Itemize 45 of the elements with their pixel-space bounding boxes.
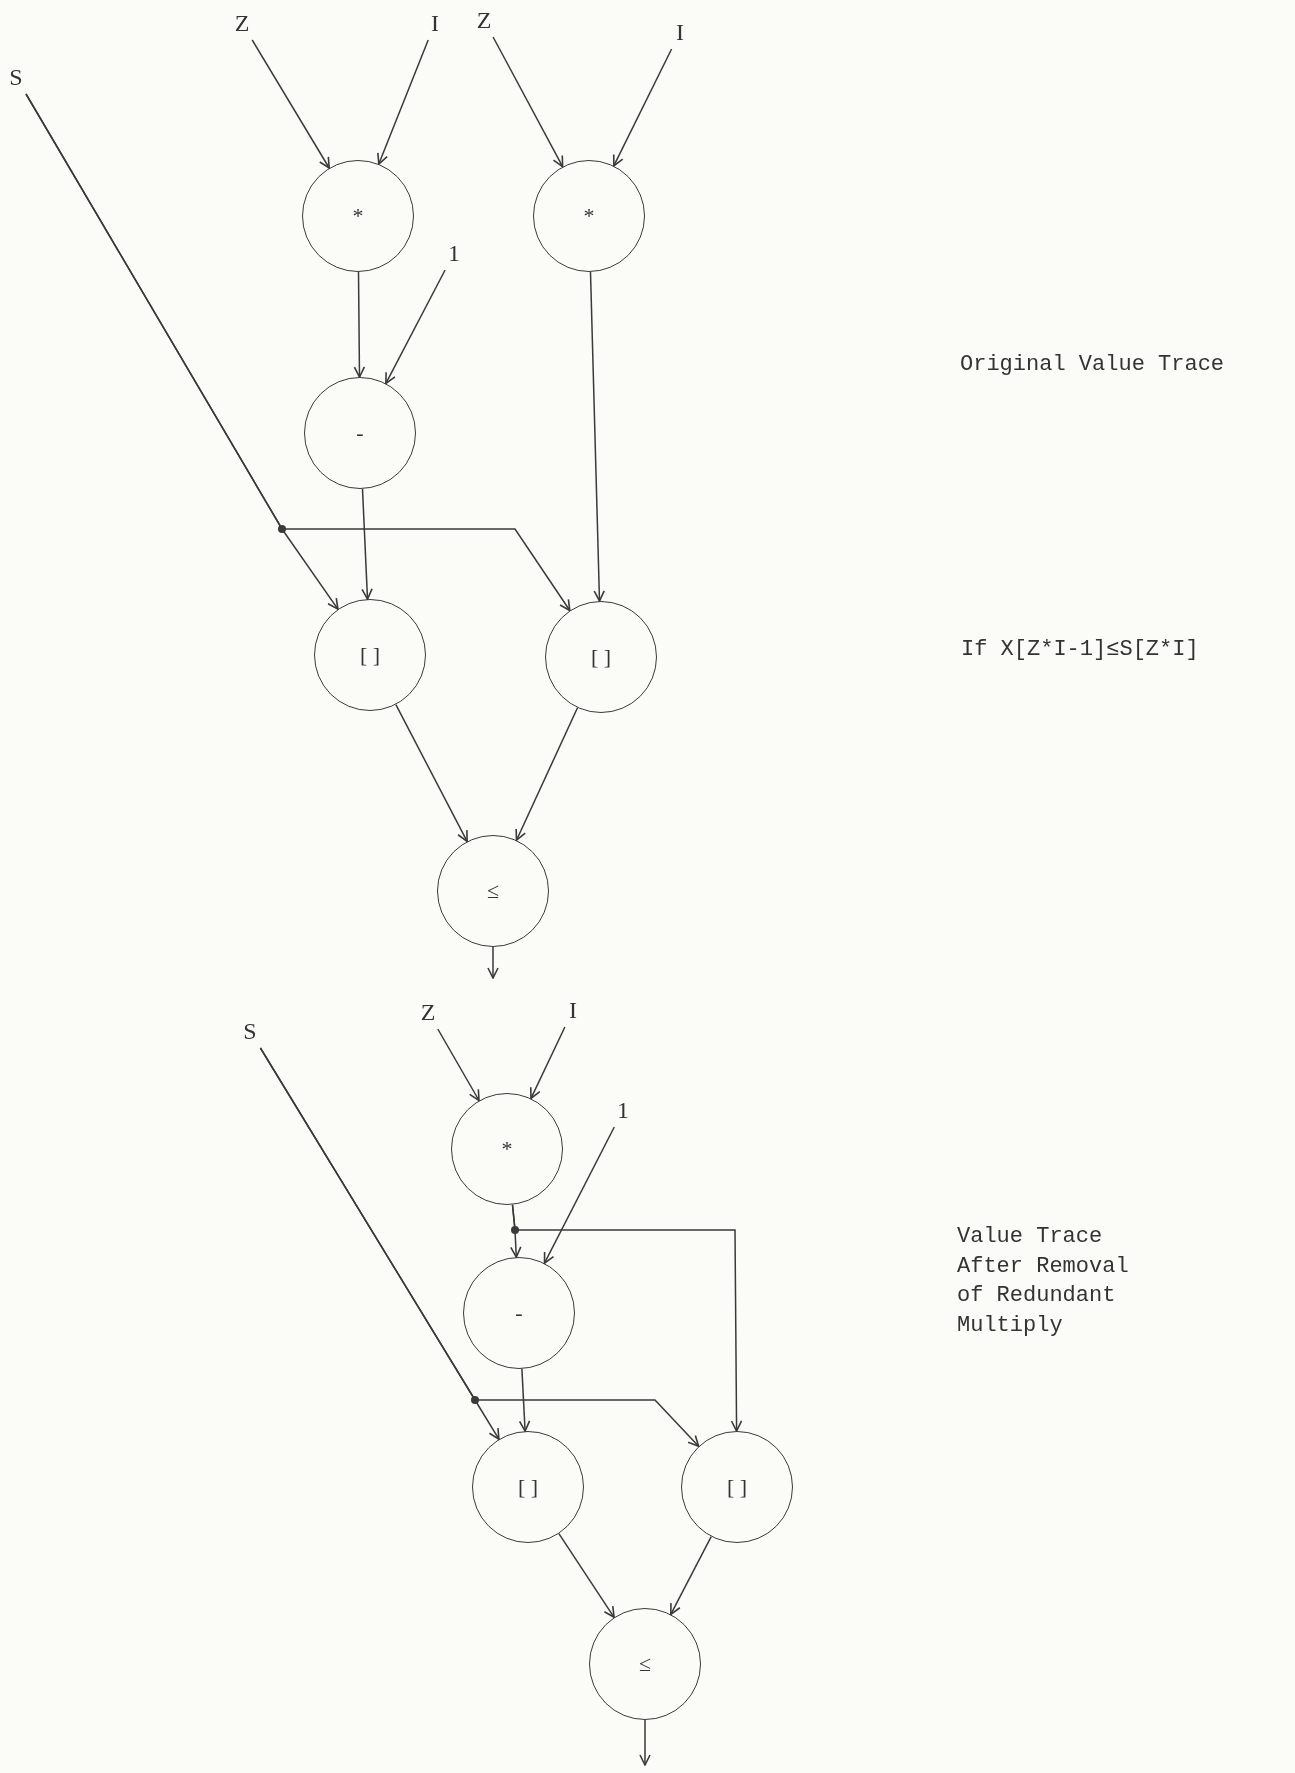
input-label: Z — [476, 6, 492, 34]
arrow — [529, 1026, 566, 1100]
operator-symbol: - — [356, 420, 364, 446]
arrow — [558, 1532, 615, 1619]
arrow — [639, 1719, 651, 1766]
operator-symbol: ≤ — [638, 1651, 652, 1677]
arrow — [251, 39, 330, 169]
arrow — [259, 1047, 700, 1447]
operator-symbol: ≤ — [486, 878, 500, 904]
arrow — [25, 93, 571, 612]
operator-symbol: [ ] — [359, 642, 381, 668]
arrow — [377, 39, 429, 165]
operator-symbol: [ ] — [517, 1474, 539, 1500]
input-label: Z — [234, 9, 250, 37]
arrow — [487, 946, 499, 979]
arrow — [511, 1203, 743, 1432]
annotation-text: If X[Z*I-1]≤S[Z*I] — [961, 636, 1199, 664]
arrow — [515, 707, 579, 841]
arrow — [385, 269, 446, 385]
arrow — [670, 1535, 712, 1616]
input-label: 1 — [448, 239, 460, 267]
arrow — [492, 36, 564, 168]
arrow — [353, 271, 366, 378]
arrow — [395, 703, 468, 843]
arrow — [543, 1126, 616, 1264]
annotation-text: Original Value Trace — [960, 351, 1225, 379]
arrow — [518, 1368, 531, 1432]
arrow — [589, 271, 605, 602]
arrow — [437, 1028, 480, 1102]
arrow — [361, 488, 373, 600]
input-label: I — [431, 9, 439, 37]
annotation-text: Value Trace After Removal of Redundant Multiply — [957, 1223, 1130, 1341]
input-label: 1 — [617, 1096, 629, 1124]
input-label: Z — [420, 998, 436, 1026]
arrow — [612, 48, 673, 167]
operator-symbol: - — [515, 1300, 523, 1326]
operator-symbol: * — [352, 203, 364, 229]
operator-symbol: * — [501, 1136, 513, 1162]
input-label: I — [569, 996, 577, 1024]
input-label: S — [9, 63, 23, 91]
input-label: I — [676, 18, 684, 46]
input-label: S — [243, 1017, 257, 1045]
operator-symbol: * — [583, 203, 595, 229]
operator-symbol: [ ] — [726, 1474, 748, 1500]
operator-symbol: [ ] — [590, 644, 612, 670]
